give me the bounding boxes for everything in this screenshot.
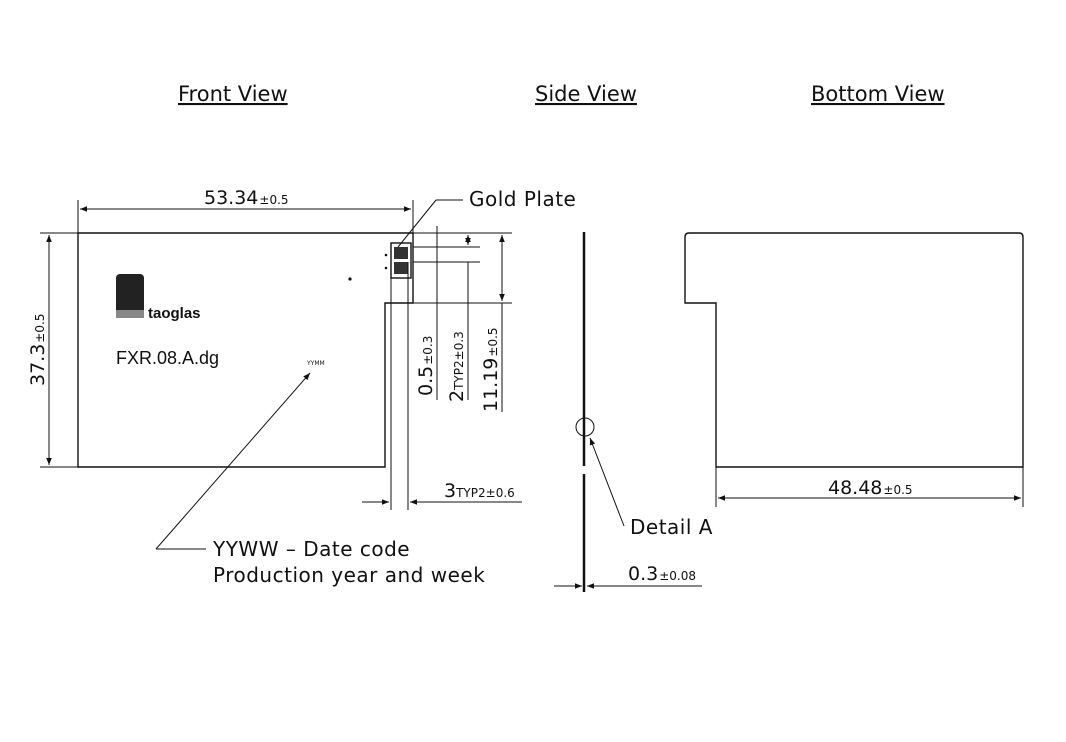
date-code-label: YYWW – Date code [212,537,410,561]
detail-a-circle [575,417,595,437]
bottom-outline [684,232,1024,468]
dim-width: 53.34±0.5 [77,187,414,233]
bottom-view-title: Bottom View [811,82,945,106]
dim-height: 37.3±0.5 [27,232,78,468]
svg-text:0.5±0.3: 0.5±0.3 [415,336,437,396]
taoglas-logo-icon [116,274,144,318]
side-view: Detail A 0.3±0.08 [554,232,713,592]
gold-pad-lower [394,262,408,274]
svg-text:2TYP2±0.3: 2TYP2±0.3 [446,331,468,402]
svg-text:3TYP2±0.6: 3TYP2±0.6 [444,480,515,502]
svg-text:Gold Plate: Gold Plate [469,187,576,211]
front-view: taoglas FXR.08.A.dg YYMM [77,232,414,468]
gold-plate-callout: Gold Plate [397,187,576,248]
part-number: FXR.08.A.dg [116,348,219,368]
production-label: Production year and week [213,563,485,587]
svg-text:11.19±0.5: 11.19±0.5 [480,327,502,412]
svg-text:37.3±0.5: 37.3±0.5 [27,314,49,386]
dim-pad-width: 3TYP2±0.6 [362,262,522,510]
svg-text:53.34±0.5: 53.34±0.5 [204,187,289,209]
bottom-view: 48.48±0.5 [684,232,1024,507]
tab-dimensions: 0.5±0.3 2TYP2±0.3 11.19±0.5 [413,226,512,412]
svg-text:48.48±0.5: 48.48±0.5 [828,477,913,499]
logo-text: taoglas [148,305,201,322]
gold-pad-upper [394,247,408,259]
svg-text:0.3±0.08: 0.3±0.08 [628,563,696,585]
side-view-title: Side View [535,82,637,106]
yymm-mark: YYMM [306,360,325,367]
date-code-callout: YYWW – Date code Production year and wee… [155,372,485,587]
front-view-title: Front View [178,82,288,106]
detail-a-label: Detail A [630,515,713,539]
